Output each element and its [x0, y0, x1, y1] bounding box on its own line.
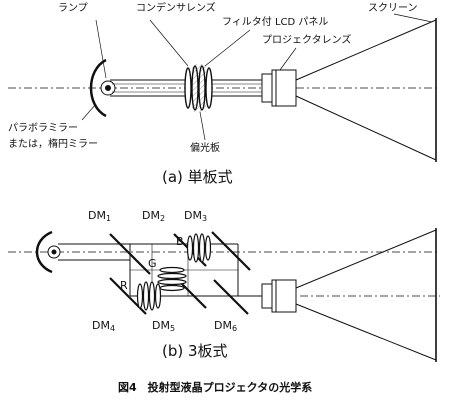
- diagram-a-single-panel: [8, 13, 440, 162]
- caption-b: (b) 3板式: [162, 342, 228, 360]
- label-lamp: ランプ: [58, 3, 88, 14]
- projector-lens-b: [261, 279, 297, 313]
- condenser-lens-a: [184, 64, 213, 112]
- lcd-panel-green: [157, 266, 187, 292]
- label-dm2: DM2: [142, 209, 166, 223]
- lcd-panel-blue: [186, 233, 212, 263]
- label-lcd-panel: フィルタ付 LCD パネル: [222, 17, 329, 28]
- parabolic-mirror-a: [89, 58, 107, 118]
- label-parabolic-mirror: パラボラミラー: [8, 123, 78, 134]
- label-blue: B: [176, 235, 184, 248]
- label-ellipsoidal-mirror: または，楕円ミラー: [8, 139, 98, 150]
- caption-a: (a) 単板式: [162, 168, 233, 186]
- label-dm5: DM5: [152, 319, 176, 333]
- parabolic-mirror-b: [35, 230, 53, 274]
- label-polarizer: 偏光板: [190, 143, 220, 154]
- label-dm4: DM4: [92, 319, 116, 333]
- figure-caption: 図4 投射型液晶プロジェクタの光学系: [118, 381, 313, 394]
- label-screen: スクリーン: [368, 3, 418, 14]
- label-green: G: [148, 257, 157, 270]
- label-dm6: DM6: [214, 319, 238, 333]
- label-condenser-lens: コンデンサレンズ: [136, 3, 216, 14]
- label-dm3: DM3: [184, 209, 208, 223]
- projector-lens-a: [261, 69, 297, 107]
- lcd-panel-red: [136, 281, 162, 311]
- label-red: R: [120, 279, 128, 292]
- label-projector-lens: プロジェクタレンズ: [262, 35, 352, 46]
- label-dm1: DM1: [88, 209, 112, 223]
- diagram-b-three-panel: [8, 228, 440, 362]
